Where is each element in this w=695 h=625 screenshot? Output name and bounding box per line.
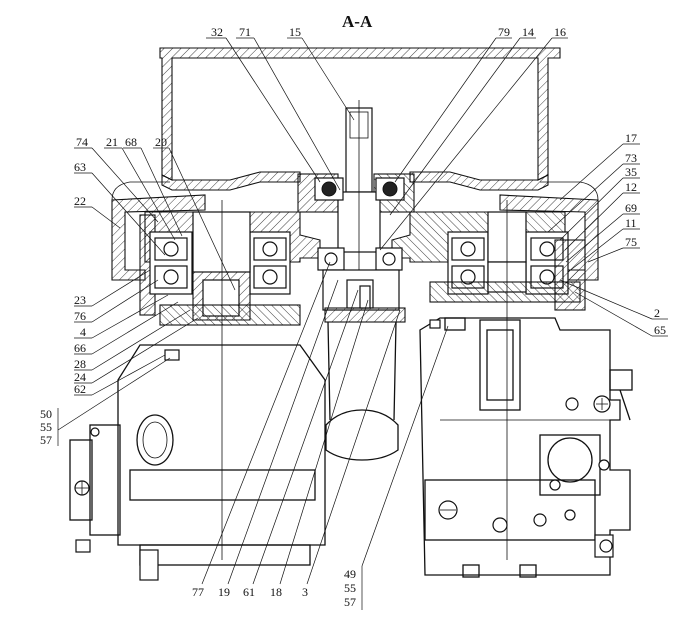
callout-63: 63	[74, 160, 86, 174]
callout-57-left: 57	[40, 433, 52, 447]
callout-66: 66	[74, 341, 86, 355]
callout-71: 71	[239, 25, 251, 39]
callout-74: 74	[76, 135, 88, 149]
right-gear-hub	[429, 200, 586, 560]
callout-75: 75	[625, 235, 637, 249]
section-title: A-A	[342, 12, 373, 31]
callout-55-bottom: 55	[344, 581, 356, 595]
left-pump	[69, 344, 326, 581]
center-coupling	[322, 269, 406, 461]
callout-3: 3	[302, 585, 308, 599]
callout-16: 16	[554, 25, 566, 39]
callouts-left-group: 50 55 57	[40, 357, 171, 447]
callouts-bottom: 77 19 61 18 3	[192, 261, 401, 599]
callouts-right: 17 73 35 12 69 11 75 2 65	[547, 131, 668, 337]
callout-76: 76	[74, 309, 86, 323]
callout-57-bottom: 57	[344, 595, 356, 609]
callout-15: 15	[289, 25, 301, 39]
callout-77: 77	[192, 585, 204, 599]
callout-12: 12	[625, 180, 637, 194]
callout-69: 69	[625, 201, 637, 215]
callout-11: 11	[625, 216, 637, 230]
callout-14: 14	[522, 25, 534, 39]
callout-19: 19	[218, 585, 230, 599]
callout-73: 73	[625, 151, 637, 165]
callout-65: 65	[654, 323, 666, 337]
callout-62: 62	[74, 382, 86, 396]
left-gear-hub	[139, 200, 301, 560]
callout-17: 17	[625, 131, 637, 145]
callout-24: 24	[74, 370, 86, 384]
callouts-bottom-group: 49 55 57	[344, 325, 449, 610]
callout-22: 22	[74, 194, 86, 208]
right-pump	[419, 317, 633, 578]
callout-23: 23	[74, 293, 86, 307]
callouts-top: 32 71 15 79 14 16	[206, 25, 568, 251]
callout-61: 61	[243, 585, 255, 599]
callout-2: 2	[654, 306, 660, 320]
callout-50: 50	[40, 407, 52, 421]
callout-18: 18	[270, 585, 282, 599]
callout-35: 35	[625, 165, 637, 179]
callout-21: 21	[106, 135, 118, 149]
bell-housing	[111, 47, 599, 281]
callout-28: 28	[74, 357, 86, 371]
callout-4: 4	[80, 325, 86, 339]
shaft-bearings	[314, 177, 405, 271]
callout-49: 49	[344, 567, 356, 581]
input-shaft	[337, 100, 381, 300]
callout-68: 68	[125, 135, 137, 149]
callout-32: 32	[211, 25, 223, 39]
callouts-left: 74 21 68 20 63 22 23 76 4 66 28 24 62	[74, 135, 236, 396]
callout-20: 20	[155, 135, 167, 149]
callout-79: 79	[498, 25, 510, 39]
callout-55-left: 55	[40, 420, 52, 434]
